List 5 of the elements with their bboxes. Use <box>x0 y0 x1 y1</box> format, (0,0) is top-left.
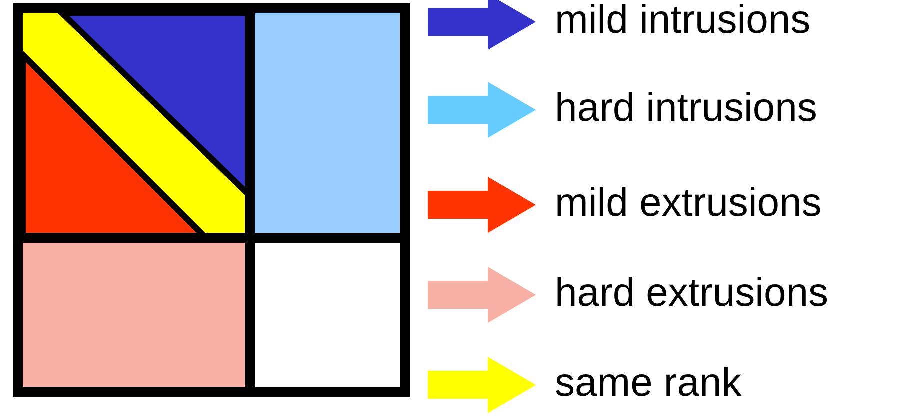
legend-label: mild intrusions <box>555 0 811 43</box>
legend-label: hard extrusions <box>555 270 828 316</box>
legend-label: same rank <box>555 360 742 406</box>
legend-label: mild extrusions <box>555 180 822 226</box>
legend-label: hard intrusions <box>555 85 818 131</box>
